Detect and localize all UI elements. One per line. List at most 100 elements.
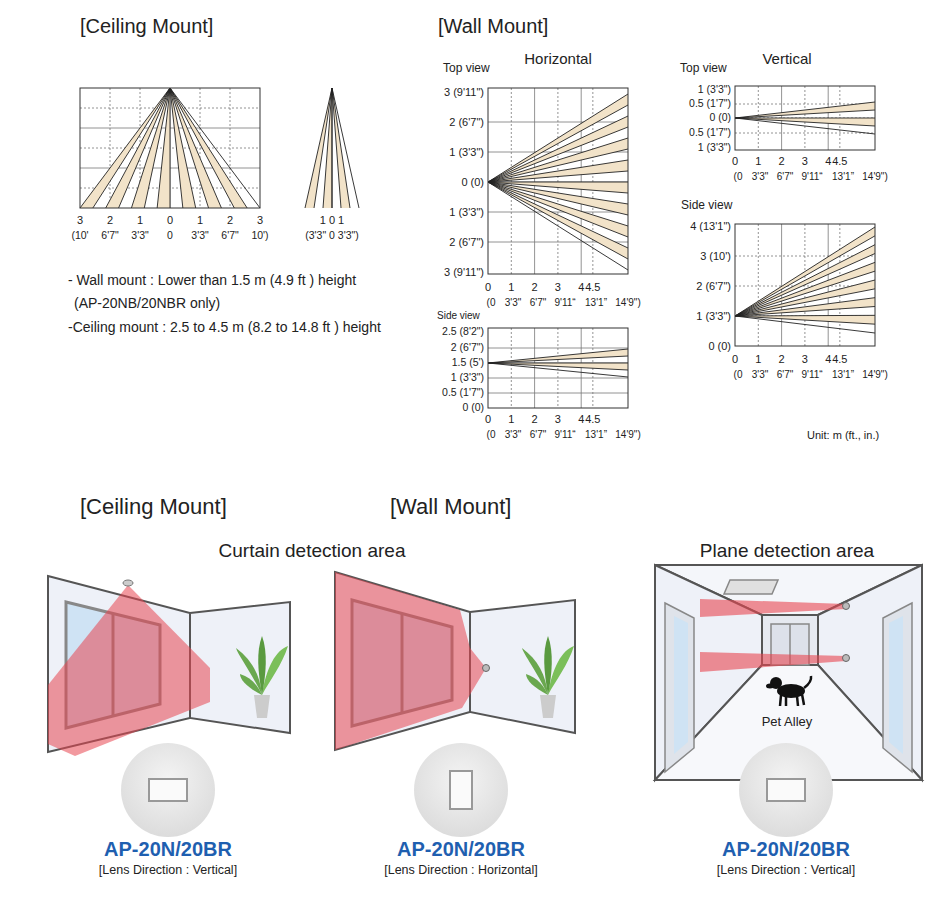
label: 2 (532, 281, 538, 293)
detection-beam (488, 127, 628, 182)
detection-beam (735, 227, 875, 316)
label: 0 (167, 230, 173, 242)
room-ceiling (48, 576, 290, 756)
label: 4 (825, 353, 831, 365)
label: 0 (485, 413, 491, 425)
label: 13'1” (585, 297, 607, 308)
label: 3'3" (505, 297, 522, 308)
detection-zone (735, 227, 875, 316)
label: 2 (779, 155, 785, 167)
detection-beam (170, 88, 260, 208)
grid-line (781, 224, 782, 346)
label: 2 (6'7") (451, 342, 484, 354)
charts (80, 86, 875, 408)
label: 3'3" (505, 429, 522, 440)
detection-zone (170, 88, 221, 208)
label: 3 (10') (700, 250, 731, 262)
detection-beam (170, 88, 171, 208)
label: (10' (71, 230, 88, 242)
label: 1 (3'3") (698, 142, 731, 154)
label: 14'9") (615, 297, 640, 308)
detection-beam (170, 88, 209, 208)
detection-zone (488, 94, 628, 182)
detection-beam (735, 271, 875, 316)
label: (0 (734, 369, 743, 380)
chart-frame (488, 88, 628, 274)
label: [Ceiling Mount] (80, 15, 213, 37)
detection-zone (488, 363, 628, 370)
label: (3'3" 0 3'3") (305, 230, 359, 242)
chart-frame (735, 224, 875, 346)
detection-beam (735, 316, 875, 324)
detection-beam (488, 116, 628, 182)
grid-line (758, 224, 759, 346)
grid-line (581, 88, 582, 274)
label: 14'9") (615, 429, 640, 440)
detection-beam (488, 138, 628, 182)
label: 14'9") (862, 171, 887, 182)
label: 0.5 (1'7") (442, 387, 484, 399)
label: 6'7" (221, 230, 238, 242)
grid-line (839, 224, 840, 346)
detection-beam (488, 363, 628, 370)
label: Top view (680, 62, 727, 75)
detection-beam (488, 182, 628, 270)
lens-icon (121, 743, 833, 837)
detection-beam (735, 316, 875, 333)
label: 3 (555, 413, 561, 425)
label: 2.5 (8'2") (442, 326, 484, 338)
detection-beam (488, 363, 628, 364)
detection-beam (170, 88, 183, 208)
detection-beam (735, 118, 875, 134)
label: 6'7" (530, 297, 547, 308)
label: [Ceiling Mount] (80, 495, 227, 519)
detection-beam (735, 307, 875, 317)
detection-beam (332, 88, 333, 208)
label: [Wall Mount] (390, 495, 511, 519)
label: Unit: m (ft., in.) (807, 429, 879, 441)
chart-frame (735, 86, 875, 150)
label: 13'1” (832, 171, 854, 182)
label: [Lens Direction : Vertical] (717, 864, 855, 878)
detection-beam (735, 298, 875, 316)
detection-beam (488, 182, 628, 259)
label: 14'9") (862, 369, 887, 380)
detection-zone (735, 280, 875, 316)
label: 2 (227, 214, 233, 226)
detection-beam (488, 363, 628, 377)
detection-zone (157, 88, 170, 208)
label: 4.5 (585, 281, 600, 293)
label: 4 (825, 155, 831, 167)
detection-beam (332, 88, 350, 208)
label: 9'11“ (554, 429, 575, 440)
label: 0.5 (1'7") (689, 127, 731, 139)
detection-zone (735, 102, 875, 118)
detection-zone (735, 118, 875, 126)
label: 6'7" (777, 171, 794, 182)
detection-zone (488, 182, 628, 237)
label: 3 (9'11") (444, 266, 484, 278)
dog (766, 676, 811, 706)
label: Vertical (762, 51, 811, 68)
label: [Lens Direction : Vertical] (99, 864, 237, 878)
detection-beam (488, 182, 628, 204)
detection-beam (144, 88, 170, 208)
label: 4.5 (585, 413, 600, 425)
detection-beam (170, 88, 221, 208)
detection-zone (488, 349, 628, 363)
detection-beam (735, 289, 875, 316)
detection-zone (735, 262, 875, 316)
model-name: AP-20N/20BR (104, 838, 232, 860)
plant (236, 636, 288, 718)
detection-zone (488, 182, 628, 215)
label: 9'11“ (801, 171, 822, 182)
label: 1 0 1 (320, 214, 344, 226)
detection-zone (488, 160, 628, 182)
label: [Lens Direction : Horizontal] (384, 864, 538, 878)
label: 1 (508, 413, 514, 425)
detection-beam (80, 88, 170, 208)
label: Plane detection area (700, 541, 874, 562)
label: 2 (6'7") (449, 116, 484, 128)
label: 1 (3'3") (451, 372, 484, 384)
